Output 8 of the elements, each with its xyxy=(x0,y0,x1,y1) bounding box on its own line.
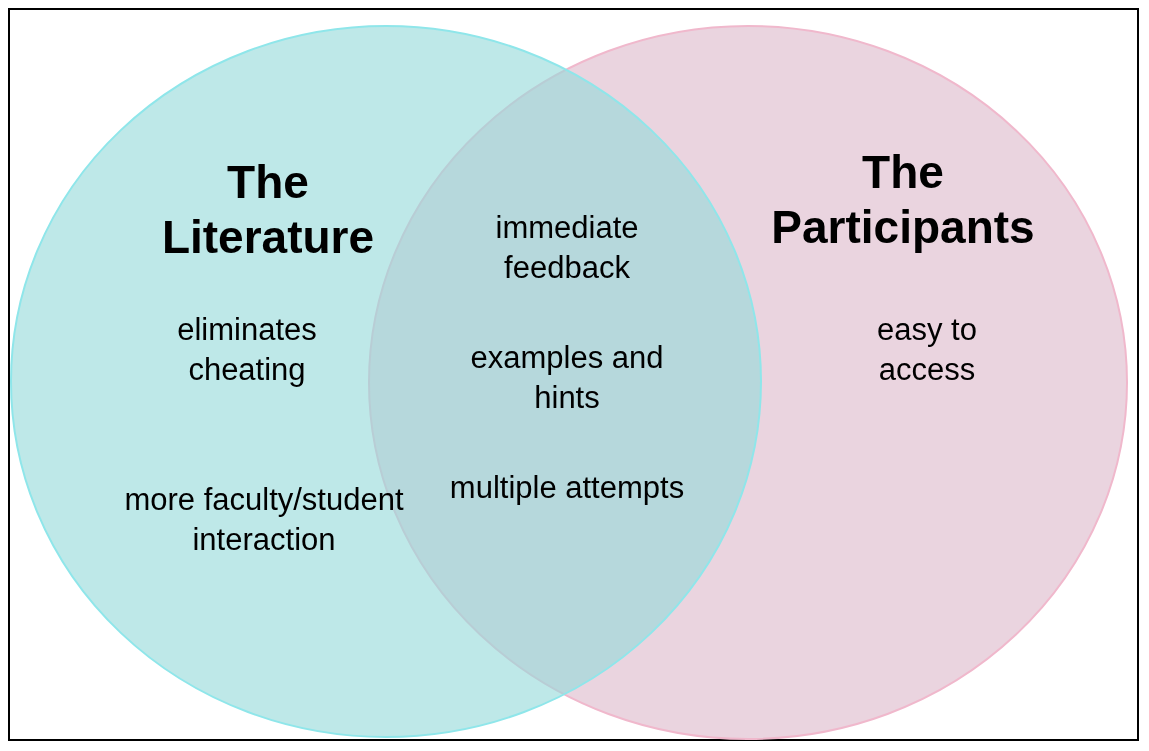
item-text: more faculty/student interaction xyxy=(124,481,404,560)
item-text: multiple attempts xyxy=(448,469,686,507)
item-text: eliminates cheating xyxy=(176,311,318,390)
circle-title: The Literature xyxy=(160,155,376,266)
item-text: examples and hints xyxy=(469,339,665,418)
item-text: immediate feedback xyxy=(494,209,640,288)
item-text: easy to access xyxy=(876,311,978,390)
circle-title: The Participants xyxy=(770,145,1036,256)
